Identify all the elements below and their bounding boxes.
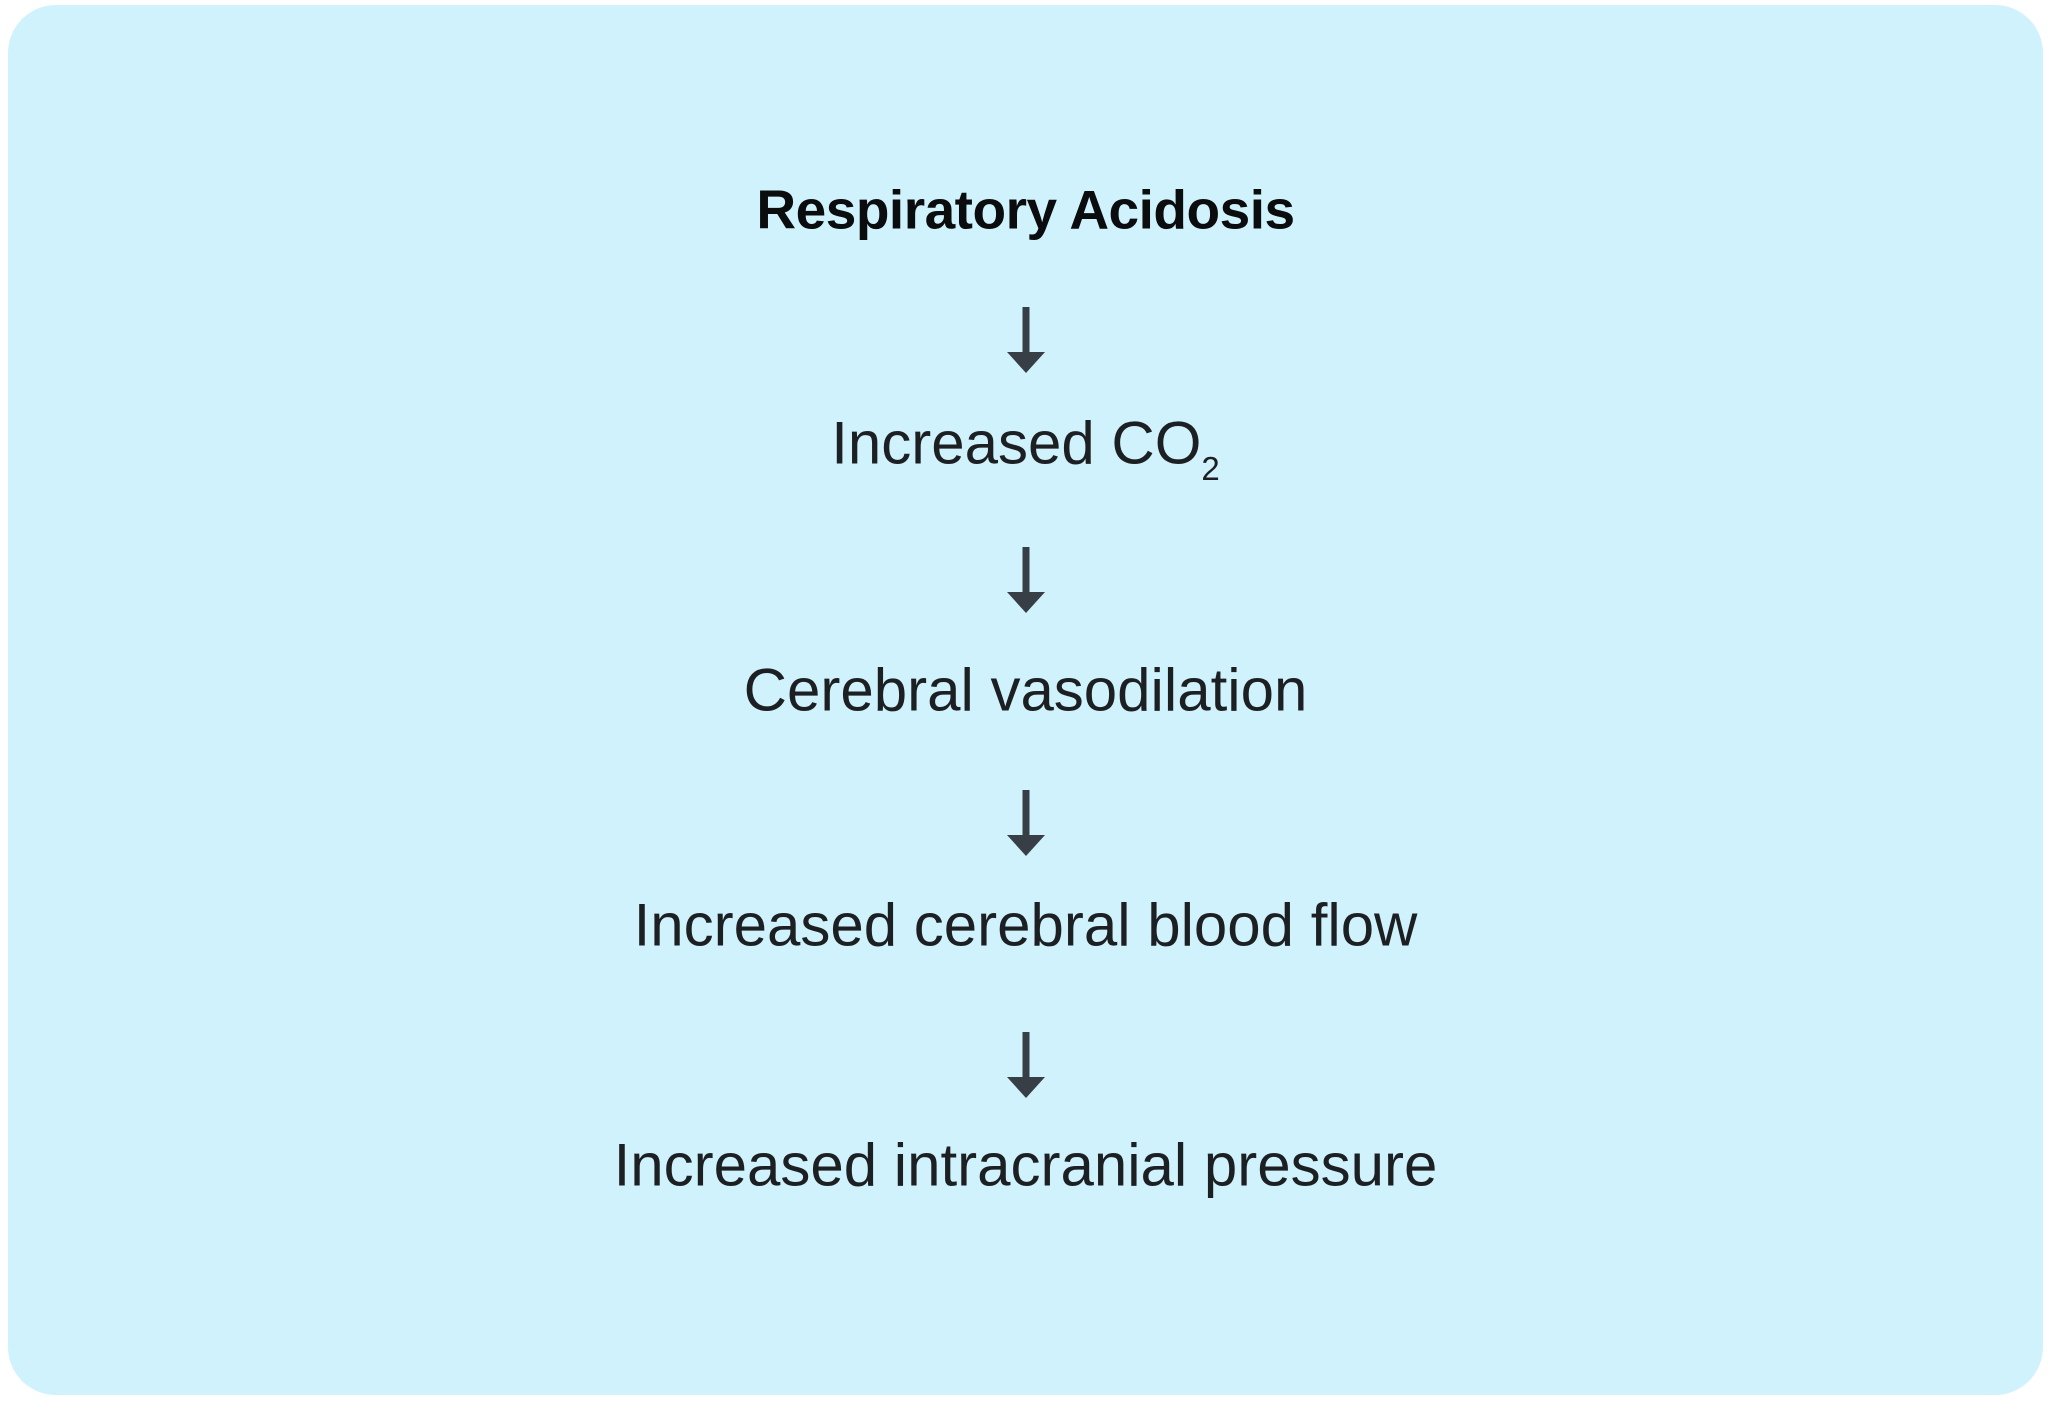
flow-step-label: Increased CO2 [8,408,2043,487]
diagram-title: Respiratory Acidosis [756,178,1295,241]
flow-step-label: Cerebral vasodilation [8,655,2043,734]
down-arrow-icon [1006,790,1045,856]
flow-step-label: Increased cerebral blood flow [8,890,2043,969]
down-arrow-icon [1006,1032,1045,1098]
flow-step-text: Cerebral vasodilation [743,656,1308,724]
flowchart-panel: Respiratory Acidosis Increased CO2 Cereb… [8,5,2043,1395]
flow-step-text: Increased intracranial pressure [613,1131,1438,1199]
down-arrow-icon [1006,307,1045,373]
co2-subscript: 2 [1201,449,1220,487]
flow-step-text: Increased cerebral blood flow [633,891,1418,959]
flow-step-text: Increased CO [831,409,1202,477]
flow-step-label: Increased intracranial pressure [8,1130,2043,1209]
down-arrow-icon [1006,547,1045,613]
